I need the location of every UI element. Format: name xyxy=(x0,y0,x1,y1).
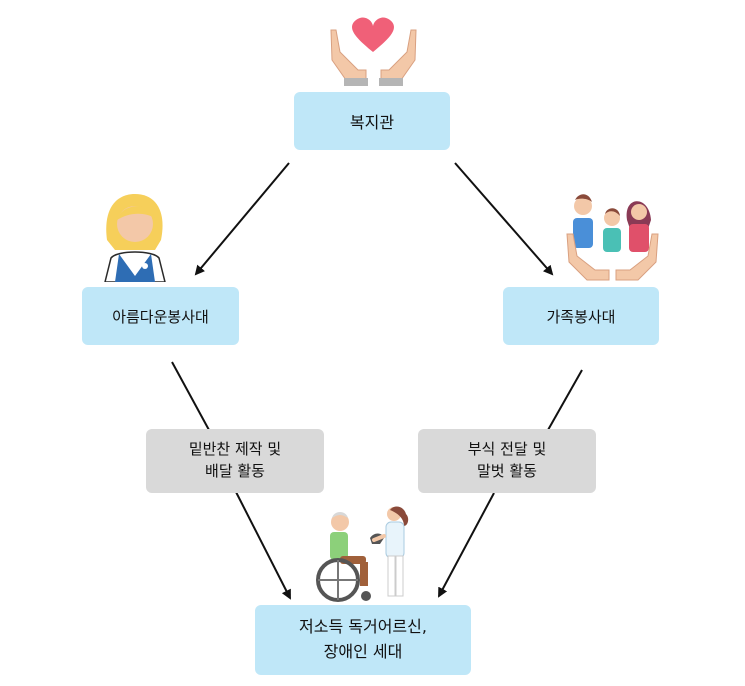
edge-label-food-delivery-companion: 부식 전달 및 말벗 활동 xyxy=(418,429,596,493)
node-family-volunteers: 가족봉사대 xyxy=(503,287,659,345)
arrow-top-to-right xyxy=(454,162,554,276)
node-beautiful-volunteers: 아름다운봉사대 xyxy=(82,287,239,345)
node-welfare-center: 복지관 xyxy=(294,92,450,150)
arrow-left-to-bottom-lower xyxy=(235,491,291,600)
arrow-right-to-bottom xyxy=(547,369,583,431)
arrow-top-to-left xyxy=(194,162,290,276)
edge-label-side-dish-delivery: 밑반찬 제작 및 배달 활동 xyxy=(146,429,324,493)
arrow-right-to-bottom-lower xyxy=(438,492,495,598)
caregiver-wheelchair-icon xyxy=(316,506,409,602)
volunteer-woman-icon xyxy=(104,194,166,282)
family-care-icon xyxy=(566,194,659,281)
node-low-income-seniors: 저소득 독거어르신, 장애인 세대 xyxy=(255,605,471,675)
heart-hands-icon xyxy=(330,17,417,86)
arrow-left-to-bottom xyxy=(171,361,210,431)
